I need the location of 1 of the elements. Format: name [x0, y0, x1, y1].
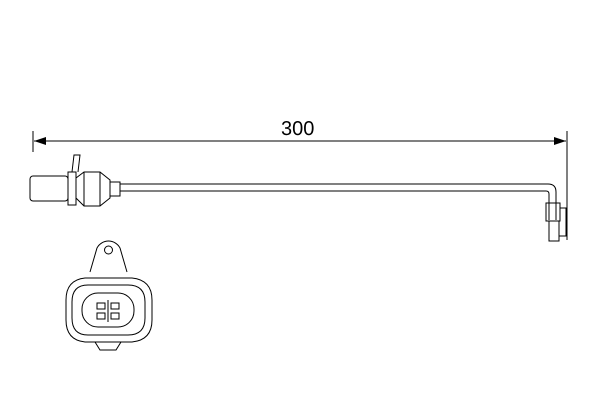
dimension-value: 300	[281, 118, 314, 140]
